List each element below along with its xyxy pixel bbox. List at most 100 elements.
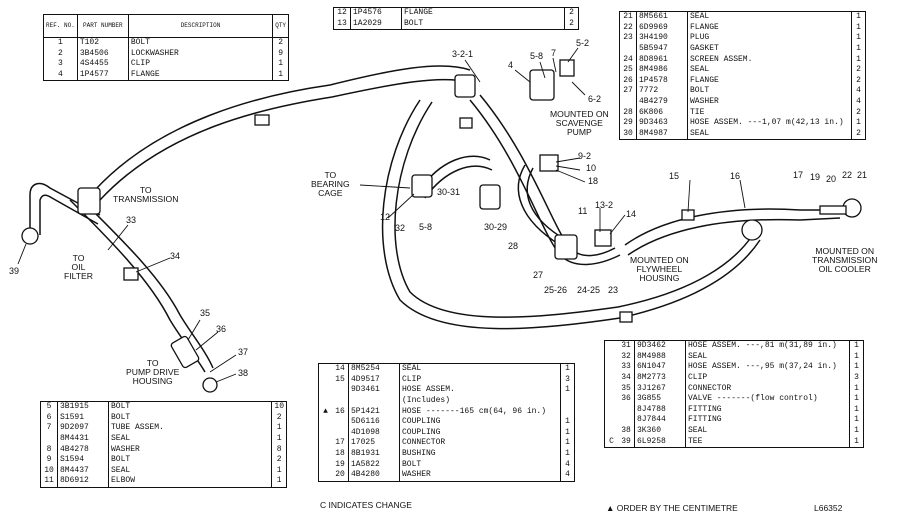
cell-part-number: 8D8961 [636, 54, 688, 65]
cell-ref-no: 4 [44, 69, 78, 81]
callout: 36 [216, 324, 227, 334]
cell-ref-no: 7 [41, 423, 58, 434]
cell-ref-no: 34 [618, 372, 635, 384]
cell-ref-no: 28 [620, 107, 637, 118]
cell-description: HOSE -------165 cm(64, 96 in.) [399, 406, 561, 417]
table-header: REF. NO. PART NUMBER DESCRIPTION QTY [44, 15, 288, 38]
cell-ref-no [332, 385, 349, 396]
cell-ref-no: 29 [620, 117, 637, 129]
cell-change-mark [605, 352, 618, 363]
cell-part-number: 1A5822 [348, 459, 400, 470]
cell-description: COUPLING [399, 427, 561, 439]
callout: 20 [826, 174, 837, 184]
cell-part-number: 4S4455 [77, 59, 129, 70]
cell-part-number: 8M5661 [636, 12, 688, 23]
cell-description: CLIP [128, 59, 274, 70]
cell-change-mark [319, 375, 332, 386]
cell-part-number: 6K806 [636, 107, 688, 118]
header-desc: DESCRIPTION [128, 15, 274, 38]
callout: 10 [586, 163, 597, 173]
cell-ref-no: 1 [44, 37, 78, 49]
cell-part-number: 5B5947 [636, 43, 688, 55]
cell-description: SEAL [108, 433, 273, 445]
table-row: (Includes) [319, 395, 574, 407]
cell-description: TEE [685, 436, 850, 447]
cell-part-number: 4B4278 [57, 444, 109, 455]
callout: 27 [533, 270, 544, 280]
label-to-oil-filter: TO OIL FILTER [64, 253, 93, 282]
cell-qty: 2 [569, 8, 574, 18]
cell-description: TIE [687, 107, 852, 118]
cell-part-number: 9D3461 [348, 385, 400, 396]
cell-description: BOLT [108, 412, 273, 424]
cell-description: VALVE -------(flow control) [685, 393, 850, 405]
cell-description: CLIP [399, 374, 561, 386]
cell-qty: 10 [274, 402, 284, 412]
callout: 5-8 [530, 51, 544, 61]
cell-ref-no: 9 [41, 454, 58, 466]
cell-ref-no: 3 [44, 59, 78, 70]
cell-qty: 1 [276, 423, 282, 433]
cell-ref-no: 18 [332, 448, 349, 460]
cell-part-number: 8M5254 [348, 364, 400, 375]
callout: 23 [608, 285, 619, 295]
callout: 5-2 [576, 38, 590, 48]
callout: 11 [578, 206, 588, 216]
cell-description: HOSE ASSEM. [399, 385, 561, 396]
cell-change-mark [319, 396, 332, 407]
cell-ref-no [620, 43, 637, 55]
cell-ref-no: 31 [618, 341, 635, 352]
callout: 30-31 [437, 187, 461, 197]
label-mounted-on-scavenge-pump: MOUNTED ON SCAVENGE PUMP [550, 109, 609, 138]
cell-ref-no: 2 [44, 48, 78, 60]
cell-qty: 1 [565, 427, 570, 437]
cell-ref-no: 16 [332, 406, 349, 417]
callout: 15 [669, 171, 680, 181]
callout: 12 [380, 212, 391, 222]
cell-description: GASKET [687, 43, 852, 55]
cell-description: BOLT [687, 86, 852, 97]
cell-part-number: 8M4988 [634, 351, 686, 363]
cell-qty: 4 [565, 459, 570, 469]
cell-change-mark [605, 426, 618, 437]
cell-qty: 2 [278, 38, 283, 48]
cell-part-number: 1P4578 [636, 75, 688, 87]
cell-change-mark [605, 341, 618, 352]
cell-part-number: S1591 [57, 412, 109, 424]
cell-qty: 1 [278, 59, 283, 69]
cell-description: WASHER [108, 444, 273, 455]
cell-ref-no: 19 [332, 459, 349, 470]
cell-change-mark [319, 364, 332, 375]
cell-description: SEAL [687, 128, 852, 140]
cell-qty: 1 [565, 364, 570, 374]
cell-ref-no: 15 [332, 374, 349, 386]
callout: 34 [170, 251, 181, 261]
cell-description: FITTING [685, 415, 850, 426]
cell-qty [561, 406, 575, 417]
cell-qty: 2 [276, 455, 282, 465]
cell-description: SEAL [685, 425, 850, 437]
cell-part-number: 1P4576 [350, 8, 402, 19]
cell-part-number: 6D9969 [636, 22, 688, 34]
cell-part-number: 1P4577 [77, 69, 129, 81]
cell-qty: 4 [856, 97, 861, 107]
